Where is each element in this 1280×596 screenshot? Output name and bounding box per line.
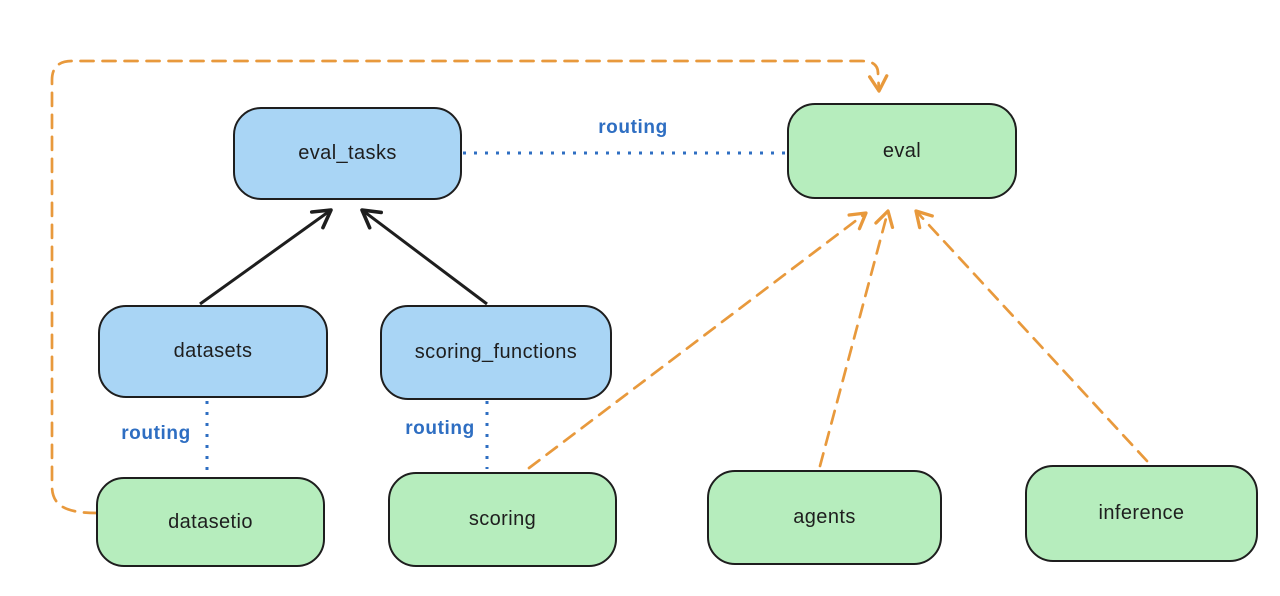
edge-scoring_functions-to-eval_tasks: [360, 208, 488, 306]
node-inference: inference: [1025, 465, 1258, 562]
node-agents: agents: [707, 470, 942, 565]
node-eval-label: eval: [882, 139, 922, 162]
node-eval-tasks-label: eval_tasks: [298, 142, 397, 164]
node-datasets-label: datasets: [173, 340, 253, 362]
node-scoring-label: scoring: [468, 508, 537, 530]
edge-datasets-to-eval_tasks: [199, 208, 333, 306]
node-datasets: datasets: [98, 305, 328, 398]
node-datasetio-label: datasetio: [168, 510, 253, 533]
routing-label-datasets-datasetio: routing: [121, 423, 191, 444]
node-scoring-functions-label: scoring_functions: [414, 341, 578, 363]
edge-agents-to-eval: [818, 209, 895, 468]
edge-datasetio-to-eval: [50, 59, 889, 515]
routing-label-eval-tasks-eval: routing: [598, 117, 668, 138]
node-scoring-functions: scoring_functions: [380, 305, 612, 400]
node-inference-label: inference: [1098, 502, 1185, 524]
node-eval-tasks: eval_tasks: [233, 107, 462, 200]
node-scoring: scoring: [388, 472, 617, 567]
node-datasetio: datasetio: [96, 477, 325, 567]
node-agents-label: agents: [793, 506, 856, 528]
node-eval: eval: [787, 103, 1017, 199]
edge-inference-to-eval: [914, 209, 1149, 463]
routing-label-scoring-functions-scoring: routing: [405, 418, 475, 439]
